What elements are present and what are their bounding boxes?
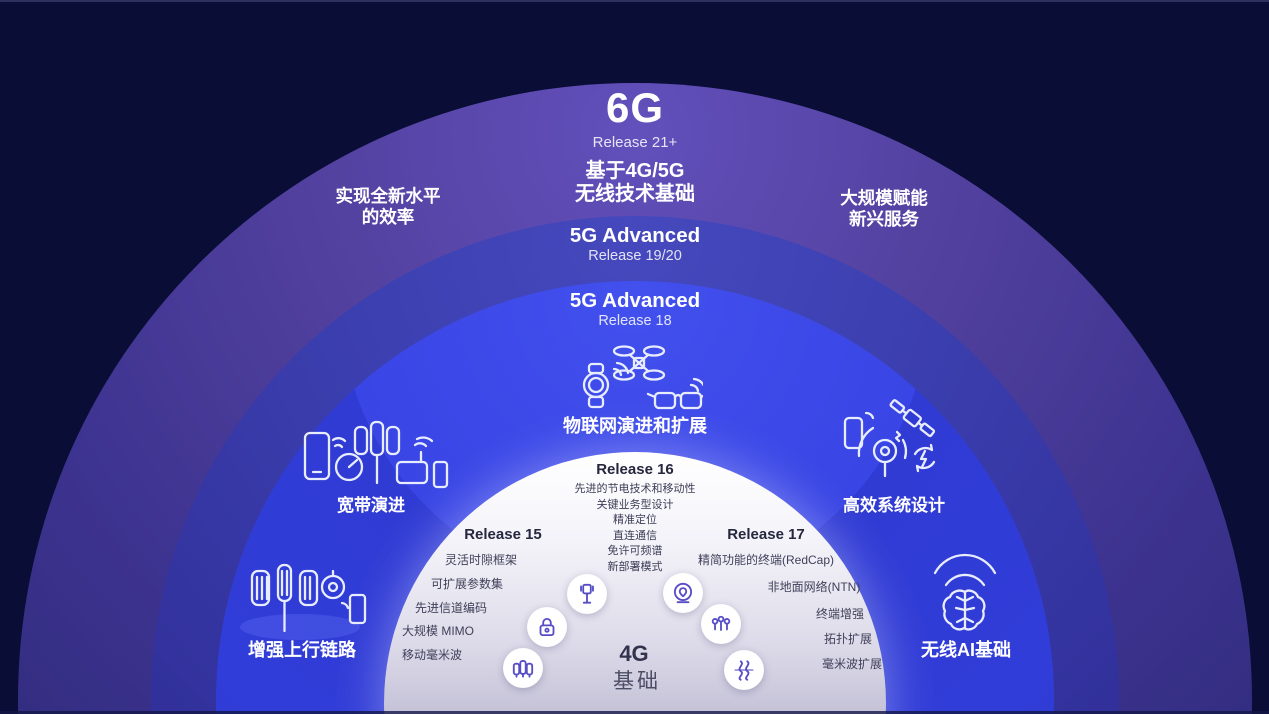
release17-item: 终端增强 [815, 607, 865, 621]
left-benefit-line2: 的效率 [361, 207, 415, 227]
gimbal-camera-icon [320, 569, 346, 600]
release15-title: Release 15 [464, 526, 542, 543]
right-benefit-line2: 新兴服务 [849, 209, 919, 229]
core-4g-title: 4G [619, 641, 649, 666]
platform-shadow [240, 614, 360, 640]
spectrum-waves-icon [734, 660, 754, 681]
release16-item: 关键业务型设计 [596, 498, 674, 511]
small-phone-icon [432, 460, 449, 489]
release17-item: 毫米波扩展 [821, 657, 883, 671]
core-4g-subtitle: 基础 [613, 670, 661, 693]
broadband-zone-label: 宽带演进 [337, 496, 405, 515]
release15-item: 大规模 MIMO [402, 624, 474, 638]
release15-item: 移动毫米波 [401, 648, 463, 662]
smartwatch-icon [582, 361, 630, 409]
release16-block: Release 16 先进的节电技术和移动性 关键业务型设计 精准定位 直连通信… [575, 461, 696, 576]
top-edge-line [0, 0, 1269, 2]
efficient-system-icon-cluster [839, 396, 945, 489]
bottom-edge-line [0, 711, 1269, 714]
brain-icon [942, 589, 986, 631]
left-benefit-line1: 实现全新水平 [335, 186, 441, 206]
wifi-arcs-icon [933, 553, 997, 587]
base-station-tower-icon [353, 420, 401, 485]
satellite-icon [889, 399, 936, 438]
location-pin-icon [673, 582, 693, 604]
wifi-small-icon [340, 601, 350, 610]
uplink-zone-label: 增强上行链路 [248, 640, 356, 660]
badge-security-lock [527, 607, 567, 647]
uplink-base-station-icon [250, 563, 319, 633]
speedometer-icon [334, 452, 364, 482]
base-station-icon [512, 660, 534, 678]
uplink-phone-icon [348, 593, 367, 625]
title-5g-advanced-r1920: 5G Advanced [569, 224, 701, 247]
badge-iot-sensors [701, 604, 741, 644]
release16-item: 免许可频谱 [607, 545, 663, 558]
release16-item: 精准定位 [613, 514, 657, 527]
release17-item: 精简功能的终端(RedCap) [697, 553, 835, 567]
drone-icon [612, 345, 666, 381]
release15-item: 灵活时隙框架 [444, 553, 518, 567]
iot-icon-cluster [571, 336, 707, 425]
efficient-system-zone-label: 高效系统设计 [843, 496, 945, 515]
lock-icon [539, 617, 555, 637]
badge-small-cell [567, 574, 607, 614]
release17-item: 非地面网络(NTN) [767, 580, 861, 594]
signal-zigzag-icon [894, 430, 902, 443]
foundation-line2: 无线技术基础 [575, 183, 695, 205]
left-benefit-note: 实现全新水平 的效率 [336, 186, 441, 228]
release17-title: Release 17 [727, 526, 805, 543]
title-6g: 6G [605, 84, 665, 131]
release-1920: Release 19/20 [588, 248, 682, 264]
smartphone-icon [303, 431, 331, 481]
badge-spectrum-waves [724, 650, 764, 690]
title-5g-advanced-r18: 5G Advanced [569, 289, 701, 312]
phone-signal-icon [843, 411, 875, 450]
energy-cycle-icon [913, 443, 936, 473]
right-benefit-line1: 大规模赋能 [840, 188, 928, 208]
release17-item: 拓扑扩展 [823, 632, 873, 646]
wireless-ai-zone-label: 无线AI基础 [921, 640, 1011, 660]
right-benefit-note: 大规模赋能 新兴服务 [840, 188, 928, 230]
release15-item: 可扩展参数集 [430, 577, 504, 591]
release16-item: 先进的节电技术和移动性 [574, 483, 696, 495]
smart-glasses-icon [646, 377, 707, 410]
release15-item: 先进信道编码 [414, 601, 488, 615]
router-icon [395, 436, 434, 485]
release-21: Release 21+ [592, 134, 678, 151]
wireless-ai-icon-cluster [923, 543, 1009, 642]
broadband-icon-cluster [299, 417, 449, 496]
small-cell-icon [580, 583, 594, 604]
iot-zone-label: 物联网演进和扩展 [563, 416, 707, 436]
release16-item: 新部署模式 [607, 560, 663, 573]
foundation-note: 基于4G/5G 无线技术基础 [575, 160, 695, 206]
release16-title: Release 16 [596, 461, 674, 478]
release-18: Release 18 [598, 313, 672, 329]
badge-positioning [663, 573, 703, 613]
uplink-icon-cluster [238, 551, 370, 650]
wifi-signal-icon [331, 437, 347, 449]
beacon-antenna-icon [857, 426, 908, 478]
badge-base-station [503, 648, 543, 688]
release16-item: 直连通信 [613, 529, 657, 542]
iot-sensors-icon [711, 615, 731, 631]
foundation-line1: 基于4G/5G [585, 160, 685, 182]
